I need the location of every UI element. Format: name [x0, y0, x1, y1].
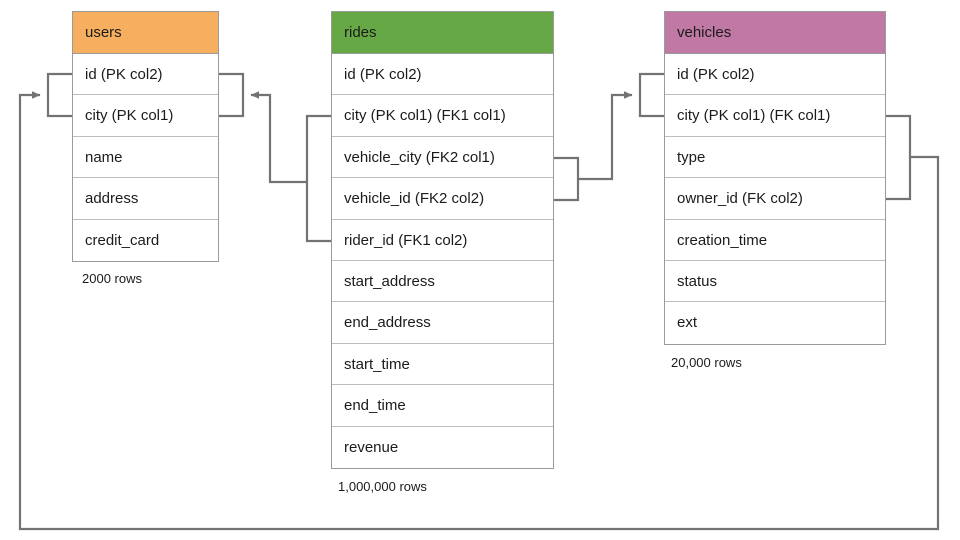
- table-users-header: users: [73, 12, 218, 54]
- column-users-address[interactable]: address: [73, 178, 218, 220]
- column-rides-revenue[interactable]: revenue: [344, 438, 399, 456]
- table-rides-header: rides: [332, 12, 553, 54]
- table-rides[interactable]: rides id (PK col2) city (PK col1) (FK1 c…: [331, 11, 554, 469]
- users-left-bracket: [46, 72, 72, 118]
- column-users-id[interactable]: id (PK col2): [73, 54, 218, 96]
- column-rides-start-address[interactable]: start_address: [332, 261, 553, 303]
- column-rides-id[interactable]: id (PK col2): [332, 54, 553, 96]
- table-vehicles-header: vehicles: [665, 12, 885, 54]
- vehicles-left-bracket: [638, 72, 664, 118]
- column-rides-vehicle-id[interactable]: vehicle_id (FK2 col2): [332, 178, 553, 220]
- column-rides-city[interactable]: city (PK col1) (FK1 col1): [332, 95, 553, 137]
- column-vehicles-id[interactable]: id (PK col2): [665, 54, 885, 96]
- table-vehicles[interactable]: vehicles id (PK col2) city (PK col1) (FK…: [664, 11, 886, 345]
- users-right-bracket: [219, 72, 245, 118]
- column-vehicles-creation-time[interactable]: creation_time: [665, 220, 885, 261]
- column-rides-vehicle-city[interactable]: vehicle_city (FK2 col1): [332, 137, 553, 179]
- rides-row-count: 1,000,000 rows: [338, 479, 427, 494]
- column-vehicles-status[interactable]: status: [665, 261, 885, 303]
- vehicles-right-bracket: [886, 114, 912, 201]
- column-vehicles-city[interactable]: city (PK col1) (FK col1): [665, 95, 885, 137]
- rides-right-bracket-fk2: [554, 156, 580, 202]
- vehicles-row-count: 20,000 rows: [671, 355, 742, 370]
- column-rides-end-address[interactable]: end_address: [332, 302, 553, 344]
- column-rides-rider-id[interactable]: rider_id (FK1 col2): [332, 220, 553, 261]
- column-rides-start-time[interactable]: start_time: [332, 344, 553, 386]
- column-rides-end-time[interactable]: end_time: [332, 385, 553, 427]
- connector-rides-fk2-to-vehicles: [578, 91, 633, 181]
- table-users[interactable]: users id (PK col2) city (PK col1) name a…: [72, 11, 219, 262]
- column-users-name[interactable]: name: [73, 137, 218, 179]
- column-users-city[interactable]: city (PK col1): [73, 95, 218, 137]
- column-vehicles-owner-id[interactable]: owner_id (FK col2): [665, 178, 885, 220]
- rides-left-bracket-fk1: [305, 114, 331, 243]
- column-vehicles-type[interactable]: type: [665, 137, 885, 179]
- column-vehicles-ext[interactable]: ext: [677, 314, 698, 332]
- connector-rides-fk1-to-users: [250, 91, 307, 184]
- column-users-credit-card[interactable]: credit_card: [85, 231, 160, 249]
- users-row-count: 2000 rows: [82, 271, 142, 286]
